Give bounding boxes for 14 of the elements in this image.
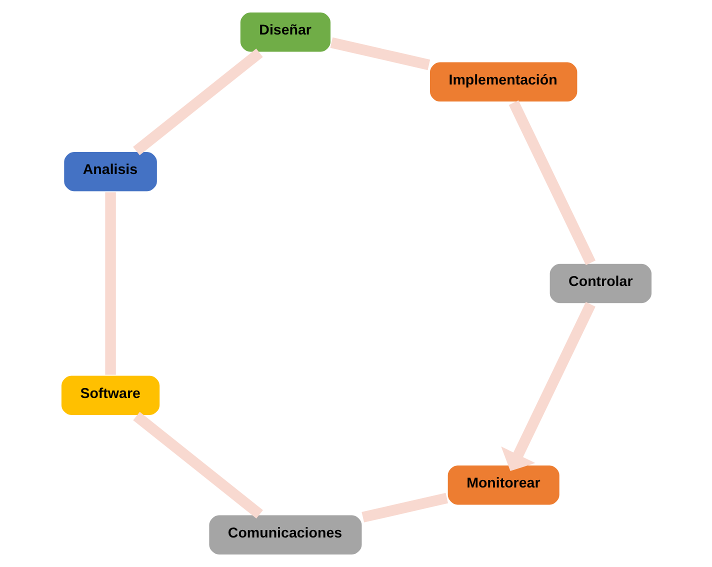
node-box: Implementación xyxy=(428,60,578,104)
node-box: Controlar xyxy=(548,262,653,305)
connector xyxy=(132,48,262,156)
node-box: Software xyxy=(59,374,161,417)
connector xyxy=(104,192,116,375)
connector xyxy=(132,412,262,518)
node-box: Analisis xyxy=(62,150,158,194)
arrow xyxy=(500,302,595,472)
node-box: Monitorear xyxy=(446,464,561,506)
node-box: Comunicaciones xyxy=(206,513,364,556)
connector xyxy=(330,37,430,70)
connector xyxy=(361,492,448,522)
connector xyxy=(508,100,596,266)
node-box: Diseñar xyxy=(238,10,332,54)
